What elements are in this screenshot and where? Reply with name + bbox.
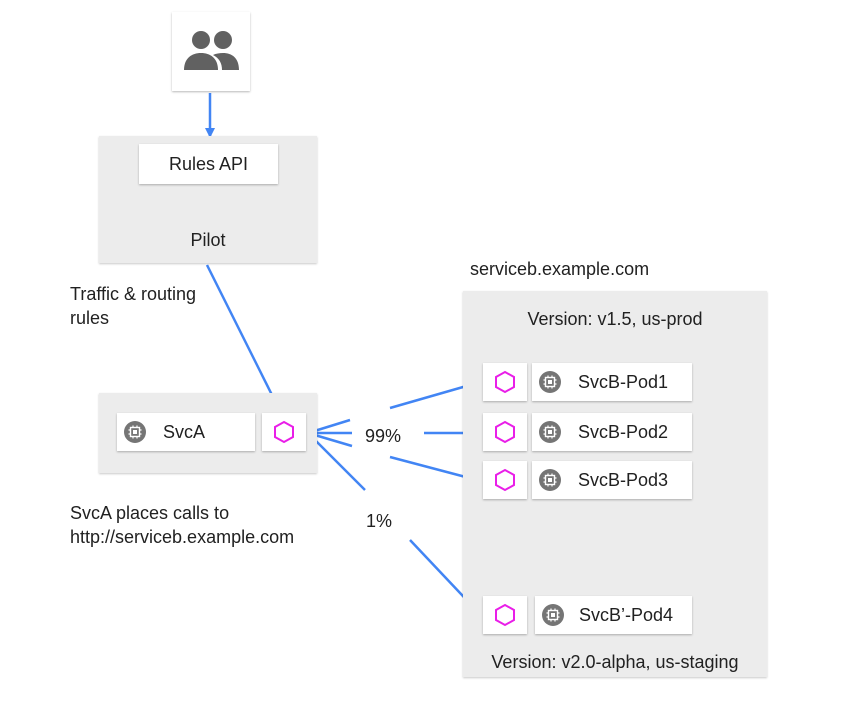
pod3-proxy-box[interactable]: [483, 461, 527, 499]
envoy-hexagon-icon: [495, 603, 515, 627]
pod4-label: SvcB’-Pod4: [579, 605, 674, 625]
envoy-hexagon-icon: [274, 420, 294, 444]
pod1-proxy-box[interactable]: [483, 363, 527, 401]
pod3-box[interactable]: SvcB-Pod3: [532, 461, 692, 499]
pilot-label: Pilot: [190, 230, 226, 250]
rules-api-label: Rules API: [168, 154, 249, 174]
traffic-rules-label-line1: Traffic & routing: [70, 284, 197, 304]
pod3-label: SvcB-Pod3: [578, 470, 669, 490]
version-staging-label: Version: v2.0-alpha, us-staging: [491, 652, 739, 672]
pilot-panel: Rules API Pilot: [99, 136, 317, 263]
arrow-to-pod4-a: [307, 432, 366, 491]
chip-icon: [124, 421, 146, 443]
svca-note-line1: SvcA places calls to: [70, 503, 230, 523]
chip-icon: [539, 371, 561, 393]
chip-icon: [542, 604, 564, 626]
pod1-label: SvcB-Pod1: [578, 372, 669, 392]
svca-panel: SvcA: [99, 393, 317, 473]
svca-note-line2: http://serviceb.example.com: [70, 527, 295, 547]
envoy-hexagon-icon: [495, 468, 515, 492]
users-card: [172, 12, 250, 91]
pod2-box[interactable]: SvcB-Pod2: [532, 413, 692, 451]
traffic-rules-label-line2: rules: [70, 308, 110, 328]
svca-label: SvcA: [163, 422, 206, 442]
svca-box[interactable]: SvcA: [117, 413, 255, 451]
envoy-hexagon-icon: [495, 370, 515, 394]
chip-icon: [539, 421, 561, 443]
serviceb-panel: Version: v1.5, us-prod SvcB-Pod1 SvcB-Po…: [463, 291, 767, 677]
version-prod-label: Version: v1.5, us-prod: [527, 309, 703, 329]
service-host-label: serviceb.example.com: [470, 259, 650, 279]
svca-proxy-box[interactable]: [262, 413, 306, 451]
users-group-icon: [184, 31, 239, 70]
pod1-box[interactable]: SvcB-Pod1: [532, 363, 692, 401]
split-canary-label: 1%: [366, 511, 393, 531]
arrow-to-pod1-b: [389, 380, 479, 410]
pod4-box[interactable]: SvcB’-Pod4: [535, 596, 692, 634]
pod4-proxy-box[interactable]: [483, 596, 527, 634]
pod2-label: SvcB-Pod2: [578, 422, 669, 442]
arrow-pilot-to-proxy: [205, 264, 284, 417]
pod2-proxy-box[interactable]: [483, 413, 527, 451]
split-main-label: 99%: [365, 426, 402, 446]
chip-icon: [539, 469, 561, 491]
arrow-to-pod3-b: [389, 455, 479, 483]
envoy-hexagon-icon: [495, 420, 515, 444]
rules-api-box[interactable]: Rules API: [139, 144, 278, 184]
